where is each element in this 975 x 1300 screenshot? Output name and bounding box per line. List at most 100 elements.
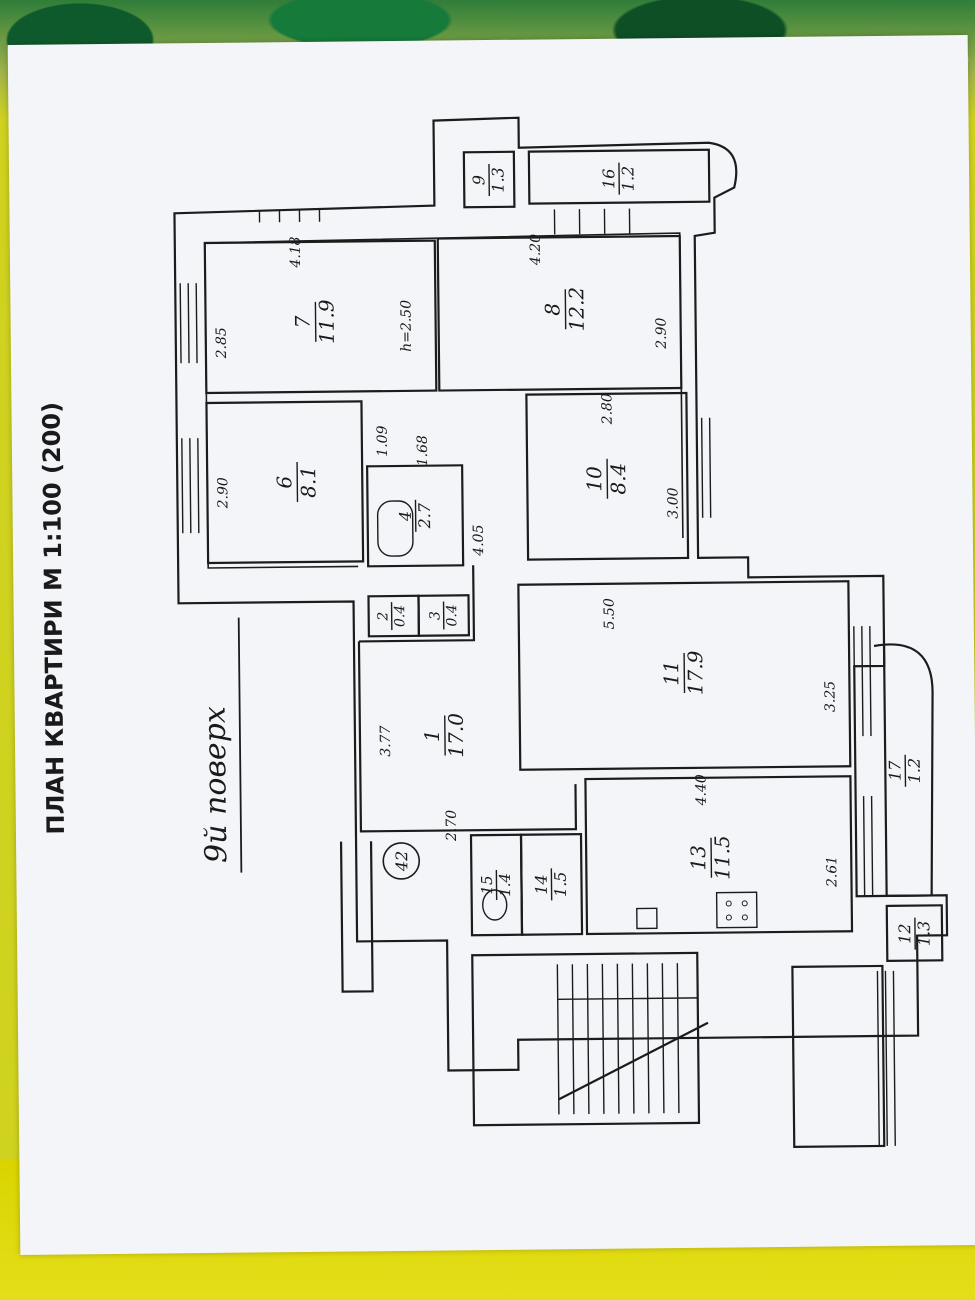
kitchen-sink: [636, 907, 658, 930]
room-number: 3: [427, 611, 443, 620]
room-10-outline: [525, 391, 690, 561]
dimension-labels: 2.85 4.18 h=2.50 4.20 2.90 2.90 1.09 1.68 4.05 2.…: [214, 234, 841, 888]
room-number: 11: [659, 660, 683, 686]
room-area: 8.4: [606, 463, 630, 495]
staircase-steps: [556, 963, 698, 1115]
window-top: [258, 209, 321, 223]
plan-title: ПЛАН КВАРТИРИ М 1:100 (200): [37, 402, 70, 835]
room-area: 8.1: [296, 466, 320, 498]
room-area: 1.2: [618, 166, 637, 192]
room-area: 17.0: [444, 713, 468, 758]
dimension-d-5-50: 5.50: [602, 598, 618, 629]
dimension-d-2-90b: 2.90: [215, 477, 231, 509]
dimension-d-3-00: 3.00: [665, 487, 681, 518]
room-number: 1: [420, 729, 444, 742]
building-marker: 42: [392, 851, 411, 873]
dimension-d-2-90a: 2.90: [654, 317, 670, 349]
window-right-1: [700, 417, 712, 518]
outer-wall: [173, 116, 949, 1072]
dimension-d-4-18: 4.18: [288, 236, 304, 268]
room-number: 7: [291, 315, 315, 328]
dimension-d-2-80: 2.80: [599, 393, 615, 425]
window-left-1: [179, 283, 198, 364]
room-area: 1.3: [488, 167, 507, 193]
dimension-d-h-2-50: h=2.50: [398, 300, 415, 352]
room-9-outline: [462, 150, 516, 209]
room-3-outline: [417, 594, 471, 637]
dimension-d-2-70: 2.70: [444, 810, 460, 842]
room-area: 0.4: [444, 604, 460, 626]
stove: [715, 891, 758, 929]
room-area: 1.4: [496, 873, 514, 897]
room-area: 11.5: [710, 835, 734, 880]
room-13-outline: [584, 775, 854, 936]
window-right-3: [854, 796, 874, 897]
dimension-d-1-68: 1.68: [415, 435, 431, 466]
room-11-outline: [517, 580, 852, 771]
room-area: 12.2: [564, 287, 588, 332]
room-number: 8: [540, 303, 564, 316]
dimension-d-4-20: 4.20: [528, 234, 544, 266]
room-8-outline: [436, 234, 683, 392]
elevator-rails: [876, 970, 896, 1147]
room-area: 0.4: [392, 605, 408, 627]
dimension-d-1-09: 1.09: [375, 425, 391, 456]
room-area: 1.5: [551, 871, 570, 897]
room-6-outline: [205, 400, 365, 565]
room-number: 4: [396, 511, 415, 522]
elevator-shaft-outline: [791, 964, 886, 1148]
staircase-outline: [471, 951, 701, 1127]
dimension-d-3-25: 3.25: [822, 681, 838, 712]
room-number: 2: [375, 612, 391, 622]
room-number: 6: [272, 475, 296, 488]
building-marker-circle: [382, 842, 421, 880]
bathtub: [376, 500, 414, 557]
room-number: 15: [478, 875, 496, 894]
room-number: 17: [885, 760, 904, 781]
toilet: [482, 889, 508, 921]
floor-plan-sheet: ПЛАН КВАРТИРИ М 1:100 (200) 9й поверх 42…: [7, 35, 975, 1255]
window-right-2: [853, 626, 872, 737]
dimension-d-2-85: 2.85: [214, 327, 230, 359]
balcony-door-top: [553, 208, 631, 235]
dimension-d-3-77: 3.77: [378, 725, 394, 756]
floor-label-underline: [237, 617, 243, 873]
room-area: 11.9: [314, 299, 338, 344]
room-7-outline: [203, 239, 438, 395]
dimension-d-2-61: 2.61: [824, 856, 840, 888]
room-area: 1.3: [914, 921, 933, 947]
room-number: 14: [532, 874, 551, 895]
corridor-wall: [339, 841, 374, 993]
room-number: 12: [895, 923, 914, 944]
window-left-2: [181, 438, 200, 534]
room-14-outline: [519, 832, 584, 936]
room-number: 16: [599, 168, 618, 189]
floor-plan-drawing: ПЛАН КВАРТИРИ М 1:100 (200) 9й поверх 42…: [37, 116, 949, 1148]
room-number: 9: [469, 175, 488, 185]
room-area: 17.9: [683, 650, 707, 695]
room-17-outline: [873, 643, 934, 898]
room-number: 13: [686, 845, 710, 871]
room-16-outline: [527, 148, 711, 205]
room-area: 1.2: [905, 758, 924, 784]
room-area: 2.7: [415, 502, 434, 529]
dimension-d-4-40: 4.40: [693, 774, 709, 806]
room-number: 10: [582, 466, 606, 492]
dimension-d-4-05: 4.05: [471, 524, 487, 556]
